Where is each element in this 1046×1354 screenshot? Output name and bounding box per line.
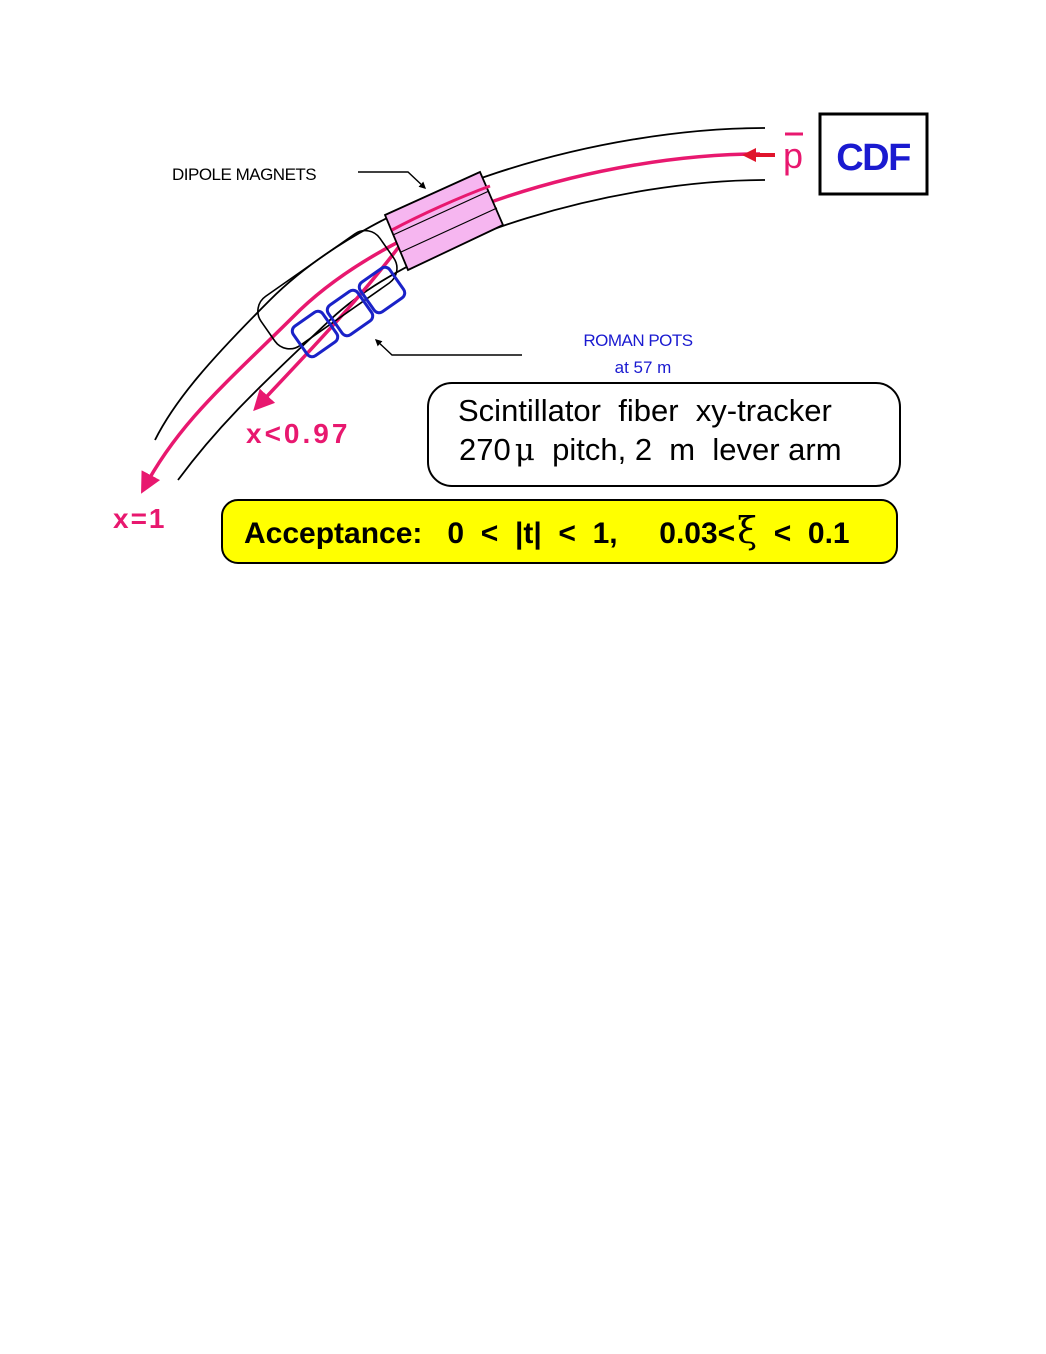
tracker-box bbox=[427, 382, 901, 487]
magnet-beampipe-line-1 bbox=[392, 190, 490, 236]
cdf-box bbox=[818, 112, 929, 196]
dipole-pointer-line bbox=[358, 171, 427, 189]
x-eq-1-label: x=1 bbox=[113, 503, 167, 534]
roman-pots-label: ROMAN POTS bbox=[583, 331, 692, 350]
magnet-beam-segment bbox=[391, 184, 491, 232]
acceptance-box bbox=[221, 499, 898, 564]
roman-pot-2 bbox=[325, 288, 375, 338]
pbar-arrowhead bbox=[742, 148, 756, 162]
roman-pot-3 bbox=[357, 265, 407, 315]
acceptance-main: Acceptance: 0 < |t| < 1, 0.03< bbox=[244, 517, 735, 550]
beam-trajectory-x1 bbox=[141, 152, 761, 494]
beampipe-inner-wall bbox=[177, 179, 766, 481]
cdf-label: CDF bbox=[836, 137, 910, 179]
roman-pots-distance-label: at 57 m bbox=[615, 358, 672, 377]
tracker-mu-symbol: μ bbox=[515, 432, 535, 468]
tracker-pitch-rest: pitch, 2 m lever arm bbox=[535, 432, 842, 467]
roman-pots-pointer-line bbox=[374, 339, 522, 356]
acceptance-xi-symbol: ξ bbox=[737, 511, 757, 552]
magnet-beampipe-line-2 bbox=[400, 207, 498, 253]
x-lt-097-label: x<0.97 bbox=[246, 418, 350, 449]
roman-pot-1 bbox=[290, 309, 340, 359]
tracker-pitch-value: 270 bbox=[459, 432, 511, 467]
acceptance-tail: < 0.1 bbox=[757, 517, 850, 550]
dipole-magnets-label: DIPOLE MAGNETS bbox=[172, 165, 316, 184]
tracker-line-1: Scintillator fiber xy-tracker bbox=[458, 393, 832, 428]
acceptance-text: Acceptance: 0 < |t| < 1, 0.03<ξ < 0.1 bbox=[244, 511, 850, 552]
roman-pot-housing bbox=[257, 229, 398, 350]
pbar-label: p bbox=[783, 135, 803, 176]
